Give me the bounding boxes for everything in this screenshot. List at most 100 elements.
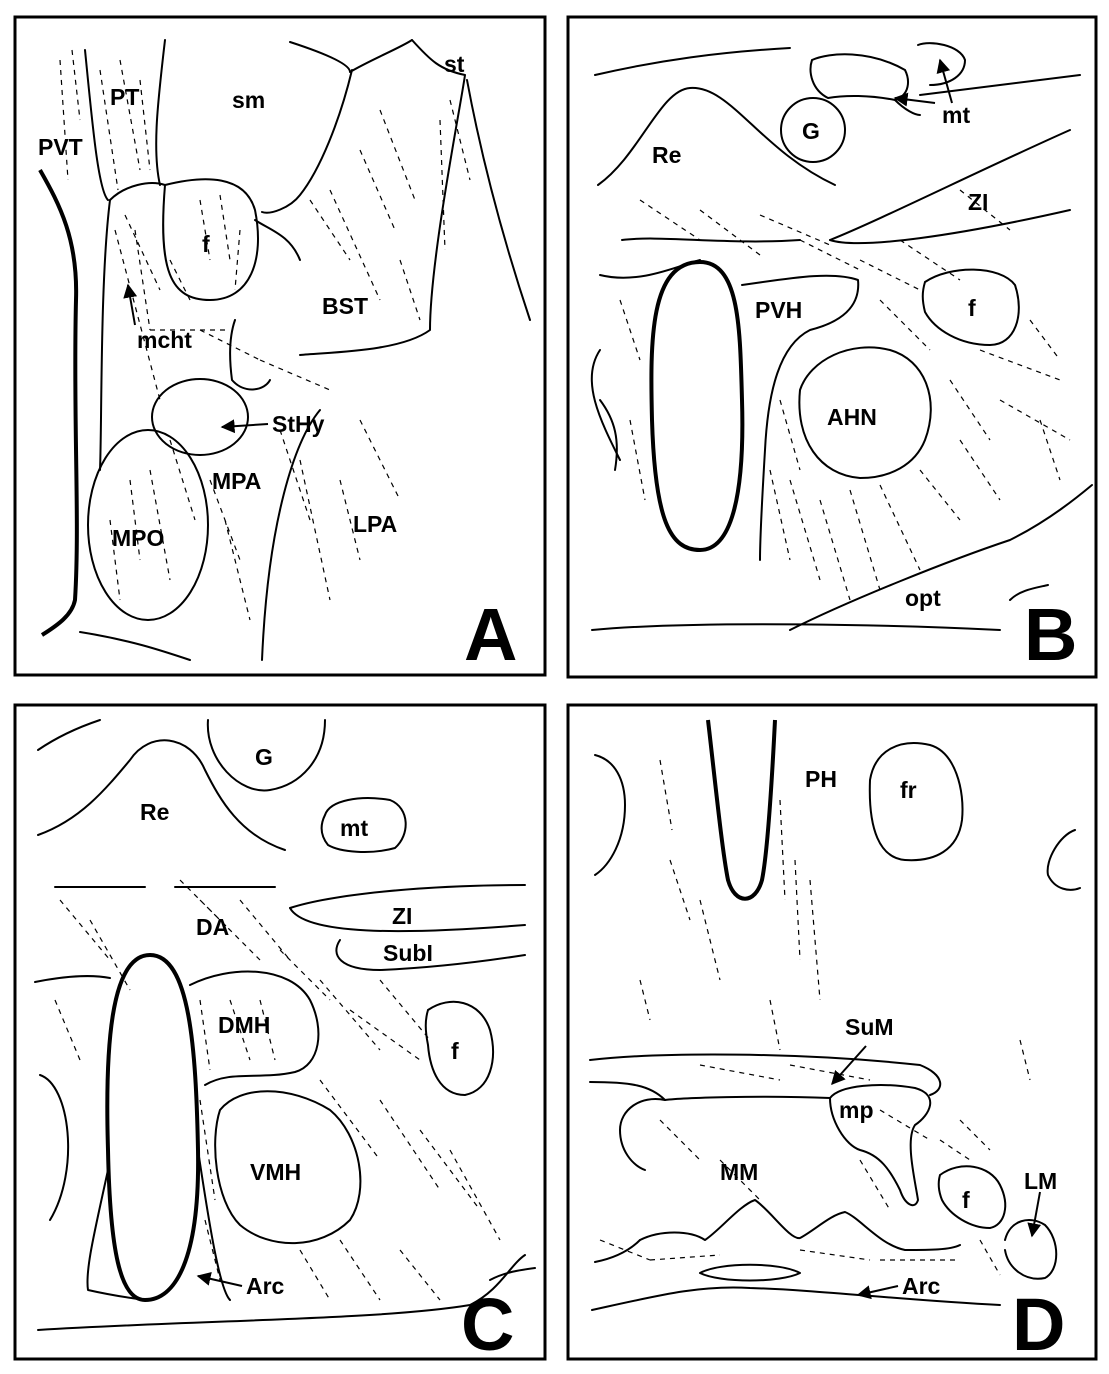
bottom-a [79, 631, 191, 661]
pt-boundary [84, 49, 109, 201]
left-arc-b [590, 349, 621, 461]
label-mp: mp [839, 1097, 874, 1123]
vmh-outline [214, 1090, 362, 1245]
label-sum: SuM [845, 1014, 894, 1040]
label-sm: sm [232, 87, 265, 113]
label-f-c: f [451, 1038, 459, 1064]
panel-a: PT PVT sm st f BST mcht StHy MPA MPO LPA… [13, 15, 547, 677]
mt-outline-b [809, 53, 909, 101]
ahn-outline [798, 346, 932, 479]
label-mt-c: mt [340, 815, 368, 841]
g-outline-b [780, 97, 846, 163]
panel-d-labels: PH fr SuM mp MM f LM Arc D [720, 766, 1065, 1366]
fornix-d [937, 1165, 1007, 1229]
label-ahn: AHN [827, 404, 877, 430]
lm-arrow [1027, 1191, 1042, 1238]
panel-d-outlines [589, 719, 1081, 1311]
label-mt-b: mt [942, 102, 970, 128]
panel-c-fibers [54, 879, 501, 1301]
g-outline-c [206, 719, 326, 792]
zi-bottom-b [829, 209, 1071, 245]
panel-b-arrows [893, 58, 953, 107]
label-mpo: MPO [112, 525, 164, 551]
panel-letter-c: C [461, 1283, 514, 1366]
bst-inner [229, 219, 301, 391]
panel-d-frame [566, 703, 1098, 1361]
panel-b-outlines [590, 42, 1093, 631]
label-opt: opt [905, 585, 941, 611]
mm-bottom-left [594, 1239, 641, 1263]
fornix-a [162, 178, 259, 301]
top-line-b [594, 47, 791, 76]
arc-arrow-c [196, 1271, 243, 1287]
mt-arrow-b2 [936, 58, 953, 104]
panel-b-fibers [619, 189, 1071, 601]
label-pvt: PVT [38, 134, 83, 160]
panel-c-labels: G Re mt ZI DA SubI DMH f VMH Arc C [140, 744, 514, 1366]
arc-arrow-d [856, 1285, 899, 1300]
label-f-b: f [968, 295, 976, 321]
label-da: DA [196, 914, 229, 940]
label-lm: LM [1024, 1168, 1057, 1194]
ventricle-wall-a [38, 169, 79, 637]
opt-outline [789, 484, 1093, 631]
label-zi-b: ZI [968, 189, 988, 215]
bottom-c [37, 1254, 526, 1331]
label-re-c: Re [140, 799, 169, 825]
mcht-arrow [123, 283, 138, 326]
panel-d: PH fr SuM mp MM f LM Arc D [566, 703, 1098, 1366]
sum-bottom [664, 1095, 831, 1101]
pvh-outline [741, 274, 860, 561]
sum-top [589, 1053, 942, 1096]
sum-left [589, 1081, 666, 1101]
top-left-c [37, 719, 101, 751]
label-subi: SubI [383, 940, 433, 966]
left-line-c [34, 975, 111, 983]
bst-outline [299, 39, 466, 356]
panel-d-fibers [599, 759, 1031, 1276]
re-outline-c [37, 739, 286, 851]
panel-a-labels: PT PVT sm st f BST mcht StHy MPA MPO LPA… [38, 51, 517, 676]
sum-arrow [831, 1045, 867, 1086]
zi-top-b [829, 129, 1071, 241]
bottom-curl-c [489, 1267, 536, 1281]
bottom-d [591, 1286, 1001, 1311]
label-mpa: MPA [212, 468, 261, 494]
mpa-lpa-boundary [261, 409, 321, 661]
fornix-b [921, 268, 1020, 346]
mm-bottom [639, 1199, 961, 1251]
label-dmh: DMH [218, 1012, 270, 1038]
label-vmh: VMH [250, 1159, 301, 1185]
st-outer [466, 79, 531, 321]
label-re-b: Re [652, 142, 681, 168]
panel-c-arrows [196, 1271, 243, 1287]
left-arc-c [39, 1074, 70, 1221]
mt-stem-b [894, 99, 921, 116]
label-pvh: PVH [755, 297, 802, 323]
left-arc2-b [599, 399, 618, 471]
zi-bottom-c [289, 907, 526, 933]
mpo-outline [87, 429, 209, 621]
mt-outline-c [320, 797, 407, 853]
right-arc-d [1046, 829, 1081, 891]
panel-a-outlines [38, 39, 531, 661]
medial-column [99, 199, 111, 471]
label-st: st [444, 51, 465, 77]
label-arc-c: Arc [246, 1273, 285, 1299]
panel-b-labels: Re G mt ZI PVH f AHN opt B [652, 102, 1077, 676]
lm-outline [1004, 1219, 1058, 1280]
label-zi-c: ZI [392, 903, 412, 929]
left-arc-d [594, 754, 626, 876]
panel-a-arrows [123, 283, 269, 434]
label-bst: BST [322, 293, 368, 319]
sum-hook [619, 1098, 666, 1171]
re-outline [597, 86, 836, 186]
sthy-arrow [220, 419, 269, 434]
label-ph: PH [805, 766, 837, 792]
label-g-b: G [802, 118, 820, 144]
label-mm: MM [720, 1159, 758, 1185]
arc-region-c [86, 1149, 231, 1301]
pvh-left-b [599, 259, 701, 279]
mp-outline [829, 1084, 932, 1207]
